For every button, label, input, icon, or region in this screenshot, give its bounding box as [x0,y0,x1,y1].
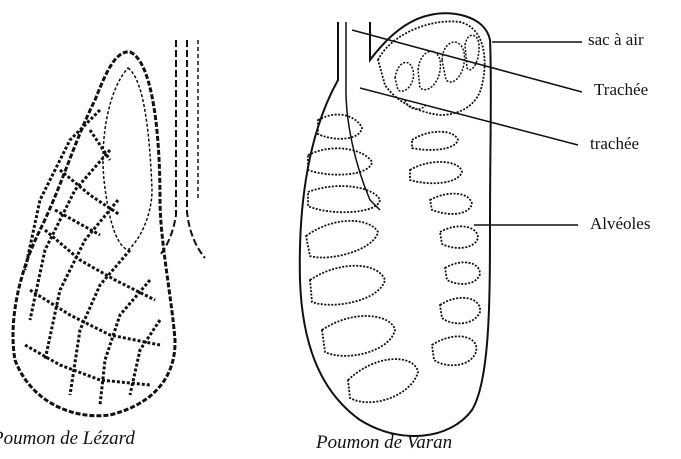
label-alveoli: Alvéoles [590,214,650,234]
lizard-lung-outline [13,52,175,416]
leader-trachea-lower [360,88,578,145]
leader-trachea-upper [352,30,582,92]
label-trachea-lower: trachée [590,134,639,154]
label-air-sac: sac à air [588,30,644,50]
label-trachea-upper: Trachée [594,80,648,100]
caption-lizard-lung: Poumon de Lézard [0,428,135,450]
lizard-lung [13,40,205,416]
caption-varan-lung: Poumon de Varan [316,432,452,454]
varan-trachea [346,22,380,210]
varan-alveoli [306,115,480,403]
varan-lung [300,13,582,436]
varan-leader-lines [352,30,582,225]
lizard-septa [25,110,160,405]
varan-air-sac-folds [395,35,479,109]
lizard-trachea [160,40,205,258]
varan-air-sac [378,21,485,115]
